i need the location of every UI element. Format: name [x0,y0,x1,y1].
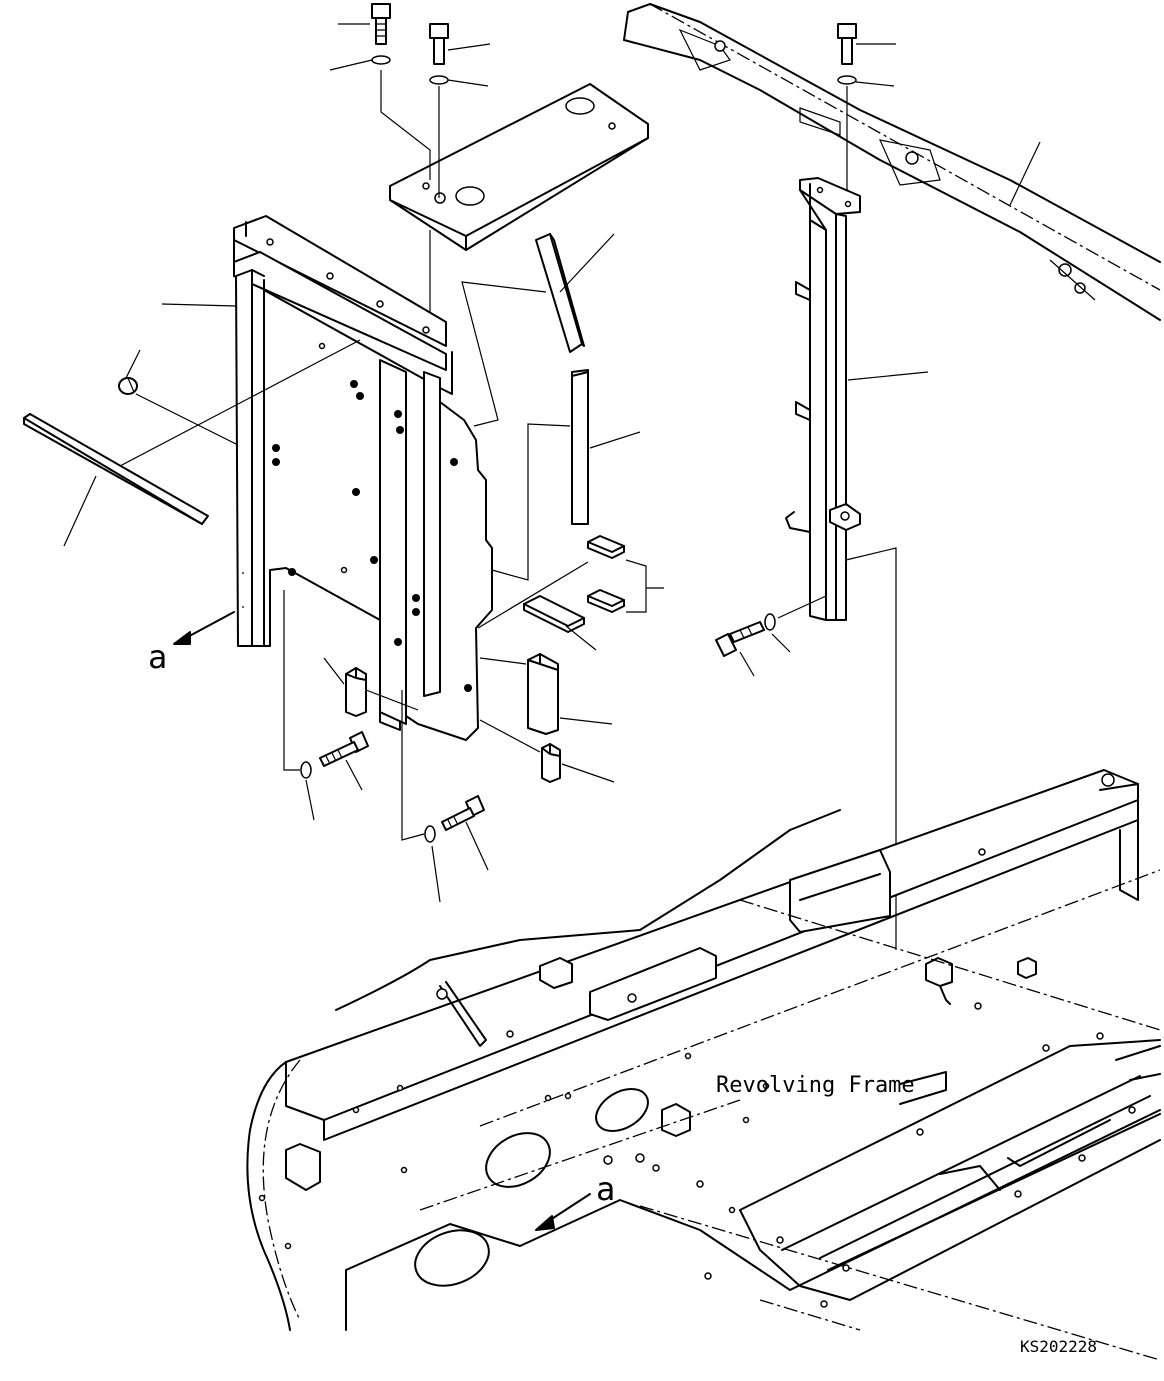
leader-line [1009,141,1041,206]
cap-plug [118,377,138,395]
block-large [527,653,559,735]
bolt-1 [371,3,391,45]
leader-line [329,59,373,71]
leader-line [323,657,345,685]
pad-small-1 [587,535,625,559]
leader-line [565,625,597,651]
washer-4 [300,761,312,779]
leader-line [491,423,571,581]
bolt-3 [837,23,857,65]
bolt-4 [319,731,369,767]
washer-1 [371,55,391,65]
axis-line [365,689,419,711]
right-support-post [785,177,861,621]
leader-line [855,81,895,87]
bracket-leader [625,559,647,613]
washer-6 [764,613,776,631]
view-label-a: a [148,638,167,676]
axis-line [479,719,541,753]
bolt-2 [429,23,449,65]
washer-2 [429,75,449,85]
leader-line [847,371,929,381]
upper-side-rail [623,3,1161,321]
leader-line [465,821,489,871]
axis-line [135,393,237,445]
washer-3 [837,75,857,85]
leader-line [739,651,755,677]
leader-line [161,303,237,307]
bolt-5 [441,795,485,831]
pad-flat [523,595,585,633]
leader-line [345,759,363,791]
leader-line [589,431,641,449]
leader-line [771,633,791,653]
washer-5 [424,825,436,843]
leader-line [461,281,547,427]
leader-line [559,717,613,725]
top-mounting-plate [389,83,649,251]
leader-line [561,763,615,783]
spacer-block [345,667,367,717]
leader-line [305,779,315,821]
bolt-6 [715,621,765,657]
leader-line [63,475,97,547]
revolving-frame-label: Revolving Frame [716,1073,915,1098]
pad-small-2 [587,589,625,613]
view-label-a-bottom: a [596,1170,615,1208]
leader-line [447,43,491,51]
drawing-code: KS202228 [1020,1337,1097,1356]
block-small [541,743,561,783]
main-bracket-frame [233,215,493,741]
axis-line [380,70,431,180]
axis-line [479,657,527,665]
view-arrow-a: a [148,611,235,676]
leader-line [125,349,141,379]
leader-line [431,845,441,903]
axis-line [845,547,897,950]
leader-line [559,233,615,293]
axis-line [119,339,361,467]
axis-line [401,690,425,841]
strip-seal [23,413,209,525]
axis-line [477,561,589,629]
seal-vertical [571,369,589,525]
axis-line [777,595,827,619]
seal-diagonal [535,233,585,353]
view-arrow-a-bottom: a [535,1170,615,1231]
axis-line [283,590,300,771]
revolving-frame [246,769,1161,1361]
leader-line [447,79,489,87]
